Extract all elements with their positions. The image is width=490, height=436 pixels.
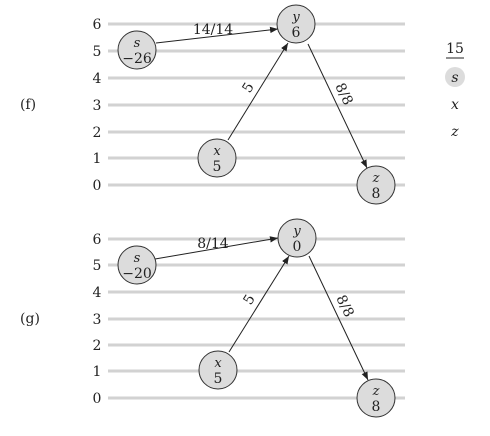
node-s: s −20 (117, 245, 157, 285)
edge-label-x-y: 5 (240, 292, 258, 308)
height-tick: 1 (93, 364, 102, 380)
edge-s-y (155, 26, 279, 44)
edge-s-y (154, 236, 279, 260)
node-name: y (291, 10, 300, 25)
side-stack: 15 s x z (445, 41, 465, 140)
stack-item: s (451, 70, 458, 86)
node-value: 8 (372, 399, 381, 415)
height-tick: 6 (93, 17, 102, 33)
panel-label: (f) (20, 97, 36, 113)
height-tick: 5 (93, 44, 102, 60)
panel-f: 6 5 4 3 2 1 0 (f) 14/14 5 8/8 s −26 y 6 (20, 4, 405, 205)
edge-y-z (308, 255, 369, 381)
height-ticks: 6 5 4 3 2 1 0 (93, 17, 102, 194)
height-tick: 0 (93, 391, 102, 407)
node-name: z (372, 171, 380, 186)
node-value: 8 (372, 186, 381, 202)
height-tick: 5 (93, 258, 102, 274)
height-tick: 4 (93, 285, 102, 301)
node-s: s −26 (117, 30, 157, 70)
stack-item: z (450, 124, 459, 140)
edge-label-x-y: 5 (239, 80, 257, 96)
node-y: y 6 (276, 4, 316, 44)
node-value: 0 (293, 239, 302, 255)
height-tick: 3 (93, 98, 102, 114)
node-name: s (134, 36, 141, 51)
node-name: y (292, 224, 301, 239)
edge-label-s-y: 8/14 (197, 236, 229, 252)
node-value: 5 (214, 371, 223, 387)
height-tick: 3 (93, 312, 102, 328)
height-ticks: 6 5 4 3 2 1 0 (93, 232, 102, 407)
height-tick: 0 (93, 178, 102, 194)
node-name: s (134, 251, 141, 266)
height-tick: 4 (93, 71, 102, 87)
node-value: 5 (213, 159, 222, 175)
node-y: y 0 (277, 218, 317, 258)
stack-top-value: 15 (446, 41, 464, 57)
height-tick: 6 (93, 232, 102, 248)
height-tick: 1 (93, 151, 102, 167)
stack-item: x (451, 97, 459, 113)
panel-label: (g) (20, 311, 40, 327)
node-name: z (372, 384, 380, 399)
height-tick: 2 (93, 125, 102, 141)
stack-highlight (445, 67, 465, 87)
edge-y-z (307, 43, 368, 169)
edge-x-y (227, 42, 289, 141)
edge-x-y (228, 255, 290, 353)
node-name: x (214, 356, 222, 371)
node-z: z 8 (356, 165, 396, 205)
panel-g: 6 5 4 3 2 1 0 (g) 8/14 5 8/8 s −20 y 0 (20, 218, 405, 418)
node-value: 6 (292, 25, 301, 41)
node-name: x (213, 144, 221, 159)
edge-label-y-z: 8/8 (332, 293, 356, 320)
height-gridlines (108, 237, 405, 400)
node-z: z 8 (356, 378, 396, 418)
height-tick: 2 (93, 338, 102, 354)
node-value: −20 (122, 266, 152, 282)
node-value: −26 (122, 51, 152, 67)
node-x: x 5 (197, 138, 237, 178)
node-x: x 5 (198, 350, 238, 390)
edge-label-s-y: 14/14 (193, 22, 233, 38)
height-gridlines (108, 22, 405, 187)
